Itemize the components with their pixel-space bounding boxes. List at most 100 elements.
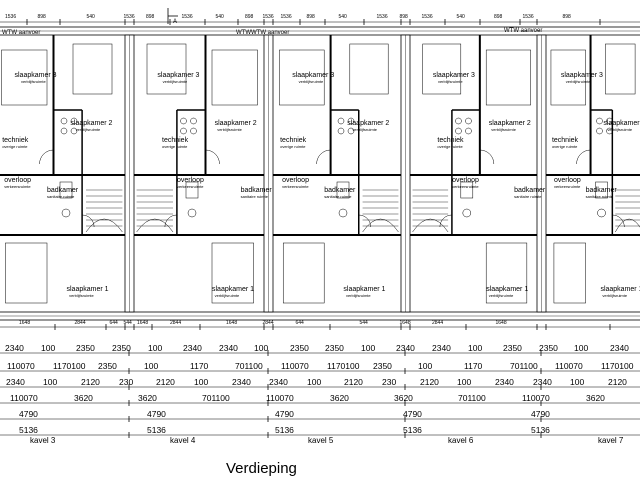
room-label-badkamer: badkamer xyxy=(240,187,272,194)
technical-unit xyxy=(606,117,613,125)
dimension-value: 2340 xyxy=(219,343,238,353)
door-swing xyxy=(576,149,591,165)
stair-turn xyxy=(136,218,174,233)
room-label-slaapkamer-3: slaapkamer 3 xyxy=(432,72,475,79)
dimension-value: 2350 xyxy=(98,361,117,371)
dimension-value: 1170100 xyxy=(327,361,360,371)
room-label-techniek: techniek xyxy=(437,137,464,144)
dimension-value: 2340 xyxy=(269,377,288,387)
dimension-value: 4790 xyxy=(147,409,166,419)
top-dimension-value: 1536 xyxy=(262,14,274,20)
top-dimension-value: 898 xyxy=(146,14,155,20)
technical-unit xyxy=(347,127,355,135)
technical-unit xyxy=(190,127,197,135)
technical-unit xyxy=(190,117,197,125)
bottom-dimension-value: 1648 xyxy=(137,320,149,326)
room-label-slaapkamer-2: slaapkamer 2 xyxy=(214,120,257,127)
dimension-value: 4790 xyxy=(275,409,294,419)
bottom-dimension-value: 544 xyxy=(123,320,132,326)
wtw-label: WTW aanvoer xyxy=(504,28,543,34)
bottom-dimension-value: 544 xyxy=(359,320,368,326)
room-label-slaapkamer-1: slaapkamer 1 xyxy=(66,286,109,293)
room-sub-label: verblijfsruimte xyxy=(298,79,324,84)
bottom-dimension-value: 644 xyxy=(109,320,118,326)
door-swing xyxy=(439,214,452,228)
technical-unit xyxy=(337,117,345,125)
bed xyxy=(553,242,586,304)
dimension-value: 100 xyxy=(43,377,58,387)
dimension-value: 2340 xyxy=(533,377,552,387)
room-sub-label: sanitaire ruimte xyxy=(514,194,542,199)
bottom-dimension-value: 2844 xyxy=(432,320,444,326)
bed xyxy=(146,43,187,95)
technical-unit xyxy=(455,117,462,125)
room-label-slaapkamer-3: slaapkamer 3 xyxy=(560,72,603,79)
dimension-value: 100 xyxy=(457,377,472,387)
room-sub-label: overige ruimte xyxy=(2,144,28,149)
dimension-value: 3620 xyxy=(586,393,605,403)
door-swing xyxy=(316,149,331,165)
dimension-value: 5136 xyxy=(19,425,38,435)
toilet xyxy=(185,181,199,199)
room-label-slaapkamer-2: slaapkamer 2 xyxy=(603,120,640,127)
room-sub-label: verkeersruimte xyxy=(177,184,204,189)
bed xyxy=(485,242,528,304)
room-sub-label: verblijfsruimte xyxy=(345,293,371,298)
dimension-value: 100 xyxy=(194,377,209,387)
bottom-dimension-value: 1648 xyxy=(226,320,238,326)
room-sub-label: overige ruimte xyxy=(437,144,463,149)
technical-unit xyxy=(596,127,603,135)
section-marker-label: A xyxy=(173,19,178,25)
door-swing xyxy=(164,214,177,228)
stair-turn xyxy=(412,218,449,233)
room-label-techniek: techniek xyxy=(551,137,579,144)
kavel-label: kavel 3 xyxy=(30,436,56,445)
technical-unit xyxy=(70,117,78,125)
washbasin xyxy=(462,208,472,218)
top-dimension-value: 540 xyxy=(86,14,95,20)
technical-unit xyxy=(180,127,187,135)
technical-unit xyxy=(465,117,472,125)
technical-unit xyxy=(596,117,603,125)
room-sub-label: overige ruimte xyxy=(280,144,306,149)
door-swing xyxy=(612,214,625,228)
dimension-value: 230 xyxy=(382,377,397,387)
stair-turn xyxy=(615,218,640,233)
dimension-value: 2340 xyxy=(432,343,451,353)
dimension-value: 4790 xyxy=(19,409,38,419)
room-sub-label: verblijfsruimte xyxy=(491,127,516,132)
bed xyxy=(422,43,462,95)
bottom-dimension-value: 2844 xyxy=(74,320,86,326)
bottom-dimension-value: 1648 xyxy=(399,320,411,326)
dimension-value: 5136 xyxy=(531,425,550,435)
top-dimension-value: 540 xyxy=(215,14,224,20)
bed xyxy=(550,49,586,106)
bottom-dimension-value: 644 xyxy=(295,320,304,326)
top-dimension-value: 898 xyxy=(245,14,254,20)
kavel-label: kavel 6 xyxy=(448,436,474,445)
wtw-label: WTW aanvoer xyxy=(2,30,41,36)
room-label-slaapkamer-1: slaapkamer 1 xyxy=(486,286,529,293)
room-sub-label: verkeersruimte xyxy=(452,184,479,189)
dimension-value: 110070 xyxy=(7,361,35,371)
dimension-value: 2350 xyxy=(503,343,522,353)
room-label-badkamer: badkamer xyxy=(585,187,617,194)
room-label-overloop: overloop xyxy=(4,177,32,184)
room-sub-label: verblijfsruimte xyxy=(69,293,94,298)
dimension-value: 2350 xyxy=(373,361,392,371)
bed xyxy=(5,242,48,304)
room-sub-label: verblijfsruimte xyxy=(75,127,101,132)
room-label-slaapkamer-2: slaapkamer 2 xyxy=(70,120,113,127)
technical-unit xyxy=(60,127,68,135)
room-sub-label: overige ruimte xyxy=(162,144,188,149)
dimension-value: 100 xyxy=(41,343,56,353)
dimension-value: 2340 xyxy=(5,343,24,353)
technical-unit xyxy=(70,127,78,135)
dimension-value: 2340 xyxy=(610,343,629,353)
drawing-title: Verdieping xyxy=(226,460,297,477)
bed xyxy=(282,242,325,304)
bed xyxy=(605,43,636,95)
top-dimension-value: 540 xyxy=(338,14,347,20)
room-sub-label: verblijfsruimte xyxy=(607,127,633,132)
